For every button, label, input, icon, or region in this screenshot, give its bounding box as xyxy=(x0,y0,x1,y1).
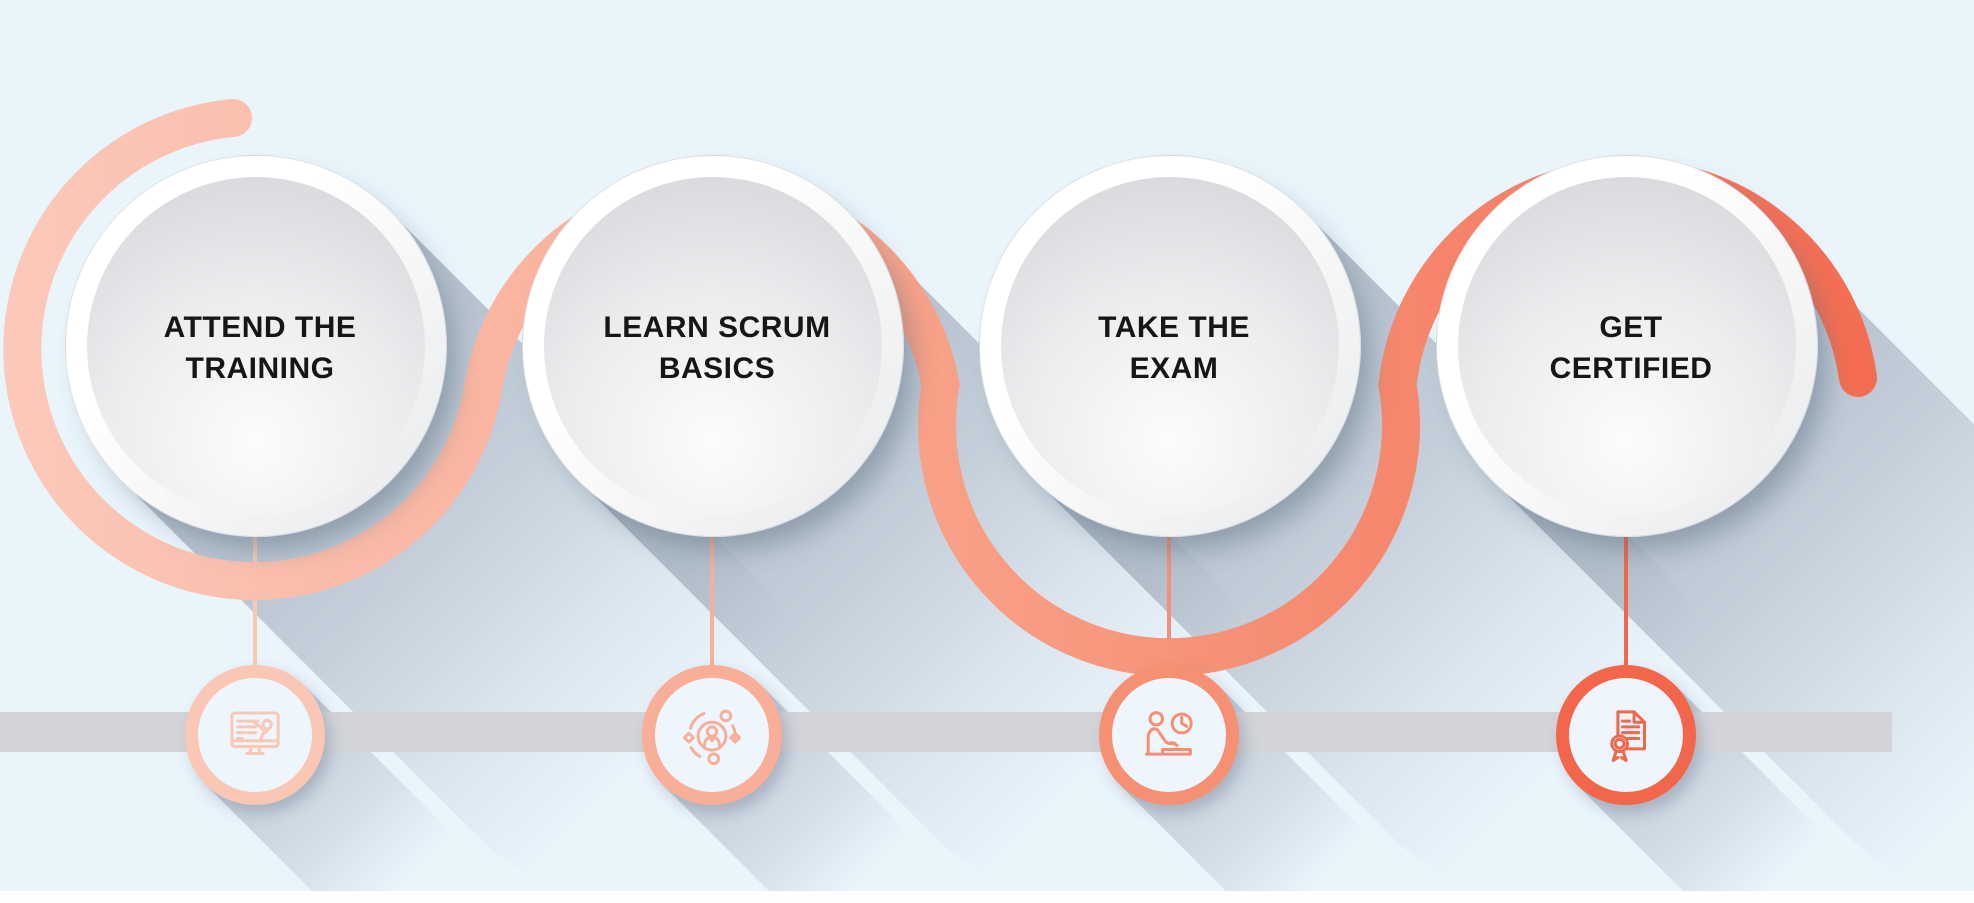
step-icon-ring xyxy=(1099,665,1239,805)
step-icon-ring xyxy=(185,665,325,805)
step-icon-ring xyxy=(642,665,782,805)
certificate-ribbon-icon xyxy=(1589,698,1663,772)
step-label-line: LEARN SCRUM xyxy=(603,311,831,344)
step-label-line: GET xyxy=(1599,311,1663,344)
step-label-line: BASICS xyxy=(658,352,776,385)
step-label: LEARN SCRUM BASICS xyxy=(552,307,882,389)
step-label-line: EXAM xyxy=(1129,352,1219,385)
step-label: ATTEND THE TRAINING xyxy=(95,307,425,389)
scrum-team-cycle-icon xyxy=(675,698,749,772)
exam-writing-clock-icon xyxy=(1132,698,1206,772)
presentation-training-icon xyxy=(218,698,292,772)
step-label: GET CERTIFIED xyxy=(1466,307,1796,389)
step-label-line: TAKE THE xyxy=(1098,311,1250,344)
step-icon-ring xyxy=(1556,665,1696,805)
step-label-line: CERTIFIED xyxy=(1549,352,1713,385)
step-label-line: TRAINING xyxy=(185,352,335,385)
bottom-strip xyxy=(0,891,1974,903)
step-label-line: ATTEND THE xyxy=(163,311,357,344)
step-label: TAKE THE EXAM xyxy=(1009,307,1339,389)
